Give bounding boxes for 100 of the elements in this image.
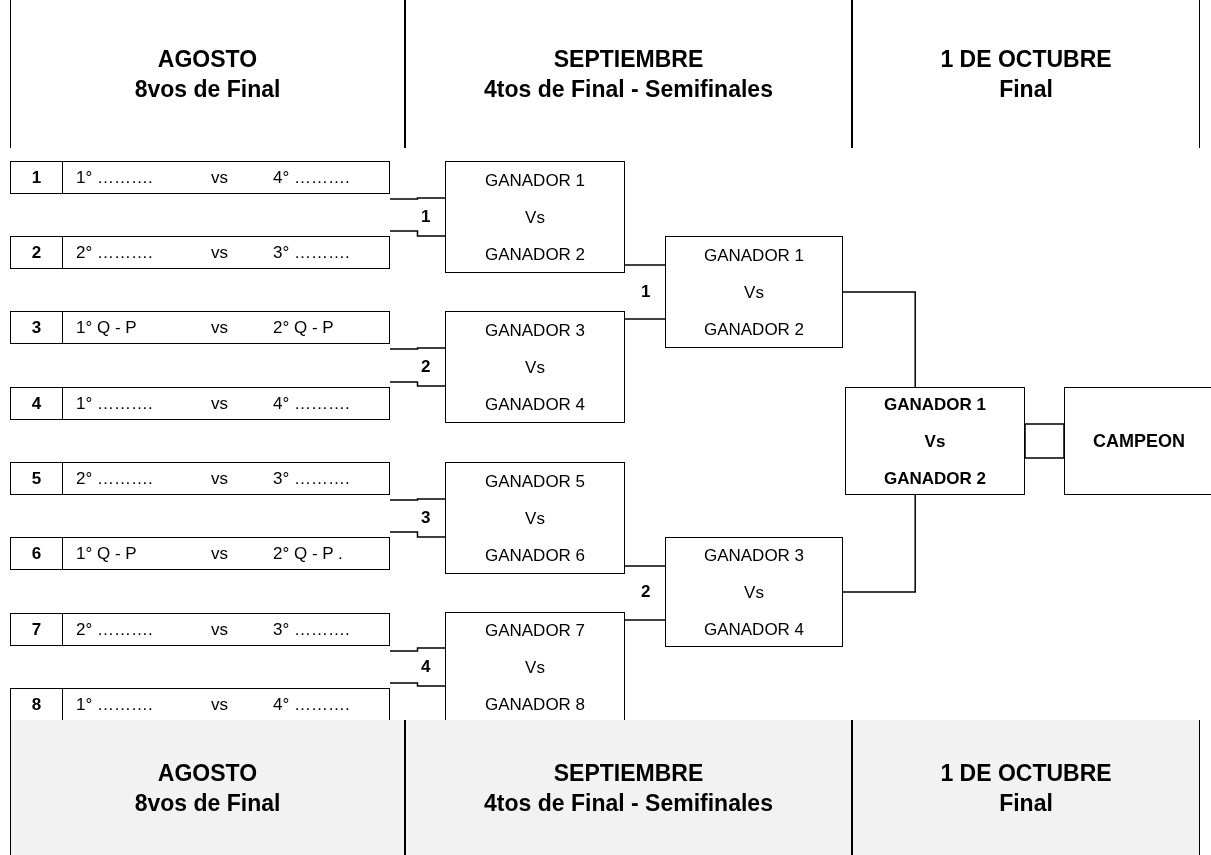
- champion-box: [1064, 387, 1211, 495]
- team-slot: 4° ……….: [273, 167, 350, 188]
- match-box: [445, 311, 625, 423]
- bracket-line: [624, 264, 666, 266]
- header-title: AGOSTO: [157, 758, 258, 788]
- header-subtitle: 8vos de Final: [134, 75, 281, 104]
- match-box: [665, 537, 843, 647]
- match-number: 2: [11, 237, 63, 268]
- round-number: 2: [641, 582, 651, 602]
- winner-text: GANADOR 6: [484, 544, 586, 567]
- versus-text: vs: [211, 694, 228, 715]
- winner-text: GANADOR 4: [484, 393, 586, 416]
- versus-text: vs: [211, 393, 228, 414]
- round-number: 1: [641, 282, 651, 302]
- header-subtitle: Final: [999, 788, 1053, 818]
- match-number: 1: [11, 162, 63, 193]
- header-cell: [10, 720, 405, 855]
- team-slot: 2° Q - P .: [273, 543, 343, 564]
- team-slot: 1° ……….: [76, 694, 153, 715]
- winner-text: GANADOR 2: [484, 243, 586, 266]
- versus-text: Vs: [525, 356, 545, 379]
- header-subtitle: Final: [999, 75, 1053, 104]
- header-title: SEPTIEMBRE: [553, 45, 704, 74]
- team-slot: 3° ……….: [273, 468, 350, 489]
- versus-text: vs: [211, 167, 228, 188]
- team-slot: 1° Q - P: [76, 543, 137, 564]
- match-box: [845, 387, 1025, 495]
- header-subtitle: 8vos de Final: [134, 788, 281, 818]
- winner-text: GANADOR 8: [484, 693, 586, 716]
- match-number: 6: [11, 538, 63, 569]
- team-slot: 2° ……….: [76, 468, 153, 489]
- bracket-line: [389, 197, 446, 200]
- bracket-line: [389, 531, 446, 538]
- bracket-line: [842, 291, 916, 388]
- bracket-line: [389, 347, 446, 350]
- match-row: [10, 688, 390, 721]
- match-box: [445, 612, 625, 722]
- match-row: [10, 236, 390, 269]
- team-slot: 2° Q - P: [273, 317, 334, 338]
- team-slot: 3° ……….: [273, 242, 350, 263]
- header-cell: [852, 0, 1200, 148]
- versus-text: Vs: [924, 430, 946, 453]
- winner-text: GANADOR 1: [703, 244, 805, 267]
- versus-text: vs: [211, 543, 228, 564]
- team-slot: 2° ……….: [76, 619, 153, 640]
- match-number: 5: [11, 463, 63, 494]
- team-slot: 4° ……….: [273, 393, 350, 414]
- header-title: 1 DE OCTUBRE: [940, 758, 1112, 788]
- bracket-line: [389, 682, 446, 687]
- winner-text: GANADOR 4: [703, 618, 805, 641]
- header-cell: [10, 0, 405, 148]
- header-cell: [852, 720, 1200, 855]
- match-row: [10, 387, 390, 420]
- winner-text: GANADOR 2: [884, 467, 986, 490]
- header-subtitle: 4tos de Final - Semifinales: [484, 788, 773, 818]
- bracket-line: [389, 230, 446, 237]
- bracket-line: [842, 494, 916, 593]
- versus-text: vs: [211, 468, 228, 489]
- bracket-line: [624, 619, 666, 621]
- versus-text: vs: [211, 317, 228, 338]
- bracket-line: [1024, 423, 1065, 459]
- bracket-line: [624, 318, 666, 320]
- winner-text: GANADOR 2: [703, 318, 805, 341]
- bracket-line: [389, 381, 446, 387]
- team-slot: 2° ……….: [76, 242, 153, 263]
- match-row: [10, 462, 390, 495]
- winner-text: GANADOR 1: [884, 393, 986, 416]
- winner-text: GANADOR 7: [484, 619, 586, 642]
- header-title: 1 DE OCTUBRE: [940, 45, 1112, 74]
- match-number: 4: [11, 388, 63, 419]
- bracket-line: [389, 647, 446, 652]
- header-subtitle: 4tos de Final - Semifinales: [484, 75, 773, 104]
- versus-text: Vs: [744, 581, 764, 604]
- match-number: 3: [11, 312, 63, 343]
- match-row: [10, 537, 390, 570]
- round-number: 2: [421, 357, 431, 377]
- winner-text: GANADOR 5: [484, 470, 586, 493]
- team-slot: 1° Q - P: [76, 317, 137, 338]
- versus-text: Vs: [525, 206, 545, 229]
- winner-text: GANADOR 3: [484, 319, 586, 342]
- match-number: 7: [11, 614, 63, 645]
- round-number: 1: [421, 207, 431, 227]
- match-row: [10, 311, 390, 344]
- versus-text: vs: [211, 619, 228, 640]
- team-slot: 3° ……….: [273, 619, 350, 640]
- match-row: [10, 161, 390, 194]
- header-cell: [405, 720, 852, 855]
- versus-text: Vs: [525, 507, 545, 530]
- versus-text: Vs: [744, 281, 764, 304]
- bracket-line: [389, 498, 446, 501]
- champion-text: CAMPEON: [1093, 430, 1185, 452]
- round-number: 3: [421, 508, 431, 528]
- versus-text: Vs: [525, 656, 545, 679]
- versus-text: vs: [211, 242, 228, 263]
- match-box: [665, 236, 843, 348]
- team-slot: 4° ……….: [273, 694, 350, 715]
- header-title: AGOSTO: [157, 45, 258, 74]
- round-number: 4: [421, 657, 431, 677]
- match-row: [10, 613, 390, 646]
- match-box: [445, 462, 625, 574]
